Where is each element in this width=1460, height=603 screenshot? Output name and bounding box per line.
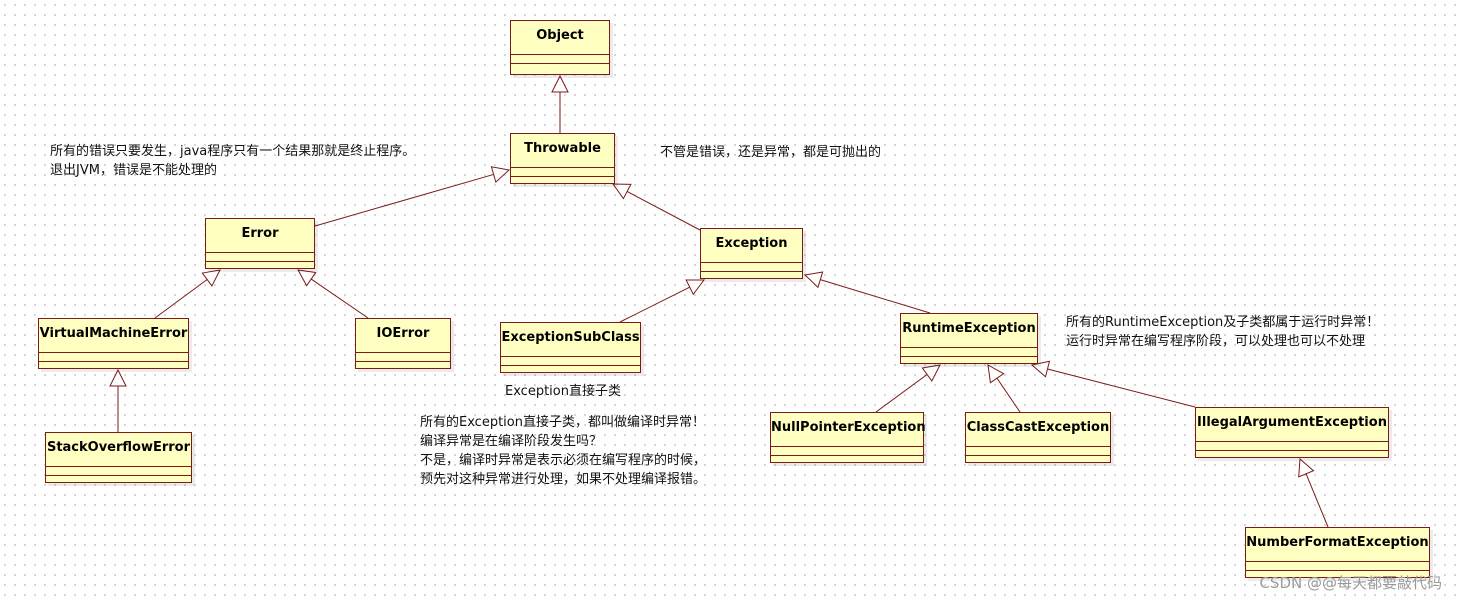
- class-name: IOError: [356, 319, 450, 353]
- class-name: ExceptionSubClass: [501, 323, 640, 357]
- class-stack-overflow-error[interactable]: StackOverflowError: [45, 432, 192, 483]
- attributes-section: [701, 263, 802, 272]
- edge-ioerror-error-line: [310, 278, 369, 319]
- class-name: StackOverflowError: [46, 433, 191, 467]
- edge-numberformat-illegalarg-arrowhead: [1298, 457, 1315, 478]
- edge-runtime-exception-arrowhead: [803, 271, 824, 289]
- attributes-section: [39, 353, 188, 362]
- edge-subclass-exception-arrowhead: [685, 279, 706, 296]
- methods-section: [1196, 451, 1388, 459]
- edge-error-throwable-line: [314, 173, 494, 227]
- attributes-section: [1246, 562, 1429, 571]
- class-object[interactable]: Object: [510, 20, 610, 75]
- methods-section: [46, 476, 191, 484]
- edge-illegalarg-runtime-arrowhead: [1030, 360, 1051, 378]
- edge-vmerror-error-line: [154, 279, 208, 319]
- class-name: IllegalArgumentException: [1196, 408, 1388, 442]
- throwable-note: 不管是错误，还是异常，都是可抛出的: [660, 143, 881, 162]
- attributes-section: [46, 467, 191, 476]
- class-name: ClassCastException: [966, 413, 1110, 447]
- runtime-note-line-2: 运行时异常在编写程序阶段，可以处理也可以不处理: [1066, 334, 1366, 349]
- class-name: RuntimeException: [901, 314, 1037, 348]
- edge-classcast-runtime-arrowhead: [987, 364, 1005, 384]
- methods-section: [511, 64, 609, 72]
- edge-exception-throwable-line: [626, 191, 701, 231]
- edge-exception-throwable-arrowhead: [612, 183, 632, 200]
- class-name: Error: [206, 219, 314, 253]
- edge-stackoverflow-vmerror-arrowhead: [109, 368, 127, 387]
- class-io-error[interactable]: IOError: [355, 318, 451, 369]
- class-exception[interactable]: Exception: [700, 228, 803, 279]
- class-error[interactable]: Error: [205, 218, 315, 269]
- checked-note-line-1: 所有的Exception直接子类，都叫做编译时异常！: [420, 415, 705, 430]
- methods-section: [206, 262, 314, 270]
- methods-section: [39, 362, 188, 370]
- class-class-cast-exception[interactable]: ClassCastException: [965, 412, 1111, 463]
- error-note-line-2: 退出JVM，错误是不能处理的: [50, 163, 217, 178]
- edge-ioerror-error-arrowhead: [297, 269, 317, 287]
- edge-runtime-exception-line: [820, 279, 931, 314]
- throwable-note-text: 不管是错误，还是异常，都是可抛出的: [660, 145, 882, 160]
- class-name: NumberFormatException: [1246, 528, 1429, 562]
- exception-sub-label-text: Exception直接子类: [505, 384, 621, 399]
- attributes-section: [206, 253, 314, 262]
- methods-section: [771, 456, 923, 464]
- methods-section: [501, 366, 640, 374]
- edge-subclass-exception-line: [619, 286, 690, 323]
- class-name: Exception: [701, 229, 802, 263]
- edge-nullpointer-runtime-line: [875, 374, 928, 413]
- methods-section: [901, 357, 1037, 365]
- runtime-note: 所有的RuntimeException及子类都属于运行时异常！ 运行时异常在编写…: [1066, 313, 1379, 351]
- class-throwable[interactable]: Throwable: [510, 133, 615, 184]
- checked-note-line-2: 编译异常是在编译阶段发生吗？: [420, 434, 603, 449]
- attributes-section: [901, 348, 1037, 357]
- runtime-note-line-1: 所有的RuntimeException及子类都属于运行时异常！: [1066, 315, 1380, 330]
- class-virtual-machine-error[interactable]: VirtualMachineError: [38, 318, 189, 369]
- class-illegal-argument-exception[interactable]: IllegalArgumentException: [1195, 407, 1389, 458]
- attributes-section: [501, 357, 640, 366]
- exception-sub-label: Exception直接子类: [505, 382, 621, 401]
- class-name: Throwable: [511, 134, 614, 168]
- attributes-section: [966, 447, 1110, 456]
- class-number-format-exception[interactable]: NumberFormatException: [1245, 527, 1430, 578]
- error-note: 所有的错误只要发生，java程序只有一个结果那就是终止程序。 退出JVM，错误是…: [50, 142, 415, 180]
- class-null-pointer-exception[interactable]: NullPointerException: [770, 412, 926, 464]
- attributes-section: [511, 168, 614, 177]
- class-exception-sub-class[interactable]: ExceptionSubClass: [500, 322, 641, 373]
- edge-error-throwable-arrowhead: [490, 166, 511, 184]
- methods-section: [356, 362, 450, 370]
- attributes-section: [1196, 442, 1388, 451]
- checked-note-line-3: 不是，编译时异常是表示必须在编写程序的时候，: [420, 453, 707, 468]
- error-note-line-1: 所有的错误只要发生，java程序只有一个结果那就是终止程序。: [50, 144, 416, 159]
- edge-throwable-object-arrowhead: [551, 74, 569, 93]
- methods-section: [701, 272, 802, 280]
- edge-illegalarg-runtime-line: [1047, 368, 1196, 408]
- class-name: NullPointerException: [771, 413, 926, 447]
- edge-classcast-runtime-line: [996, 377, 1021, 413]
- class-name: VirtualMachineError: [39, 319, 188, 353]
- edge-vmerror-error-arrowhead: [201, 269, 221, 287]
- methods-section: [966, 456, 1110, 464]
- checked-note-line-4: 预先对这种异常进行处理，如果不处理编译报错。: [420, 472, 707, 487]
- class-runtime-exception[interactable]: RuntimeException: [900, 313, 1038, 364]
- checked-exception-note: 所有的Exception直接子类，都叫做编译时异常！ 编译异常是在编译阶段发生吗…: [420, 413, 706, 489]
- attributes-section: [356, 353, 450, 362]
- edge-numberformat-illegalarg-line: [1305, 473, 1329, 528]
- class-name: Object: [511, 21, 609, 55]
- edge-nullpointer-runtime-arrowhead: [921, 364, 941, 382]
- attributes-section: [771, 447, 923, 456]
- methods-section: [511, 177, 614, 185]
- watermark: CSDN @@每天都要敲代码: [1259, 574, 1442, 592]
- attributes-section: [511, 55, 609, 64]
